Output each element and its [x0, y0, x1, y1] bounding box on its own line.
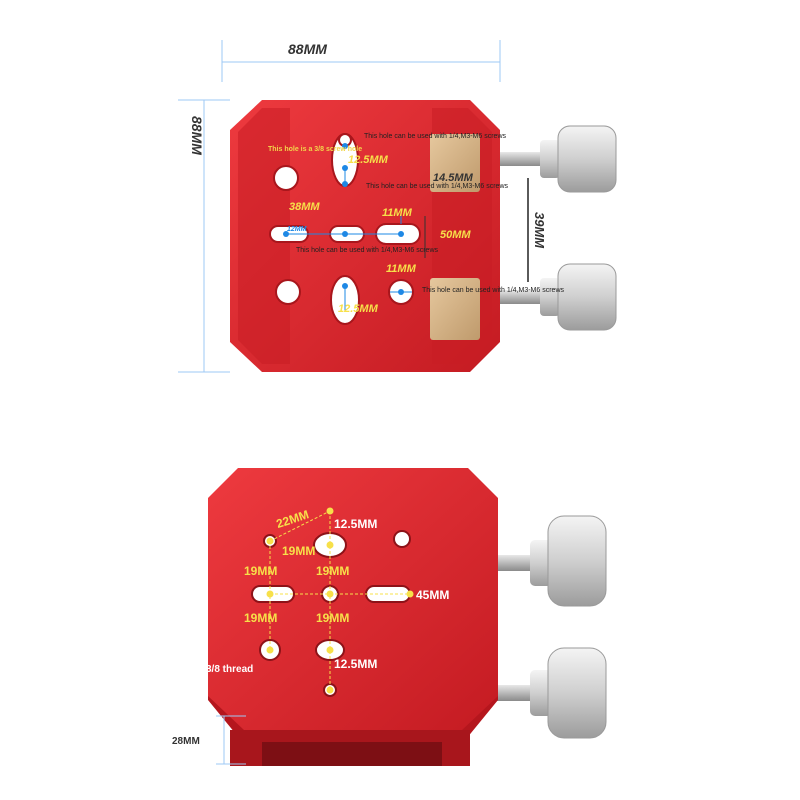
bottom-dim-left-lower: 19MM [244, 611, 277, 625]
bottom-knob-upper-cap [530, 540, 552, 586]
bottom-dim-bottom: 12.5MM [334, 657, 377, 671]
bottom-dim-center-upper: 19MM [316, 564, 349, 578]
bottom-screw-upper [494, 555, 540, 571]
bottom-marker [406, 590, 414, 598]
bottom-marker [326, 507, 334, 515]
bottom-hole-top-right [393, 530, 411, 548]
bottom-dim-slot-span: 45MM [416, 588, 449, 602]
bottom-knob-upper-grip [547, 515, 607, 607]
bottom-marker [266, 590, 274, 598]
top-dim-knob-spacing: 39MM [532, 212, 547, 249]
bottom-marker [326, 646, 334, 654]
top-measure-lines [286, 168, 412, 312]
bottom-dim-thread: 3/8 thread [206, 664, 253, 675]
top-note-m3-m6-d: This hole can be used with 1/4,M3-M6 scr… [422, 287, 565, 294]
bottom-dim-top-center: 19MM [282, 544, 315, 558]
top-knob-lower-grip [557, 263, 617, 331]
bottom-thickness-guide [216, 715, 246, 765]
bottom-view: 22MM 12.5MM 19MM 19MM 19MM 45MM 19MM 19M… [172, 468, 607, 766]
top-view: 88MM 88MM 39MM 14.5MM [178, 40, 617, 373]
top-knob-upper-grip [557, 125, 617, 193]
top-dim-slot-right: 11MM [382, 207, 413, 219]
top-dim-slot-lower: 11MM [386, 263, 417, 275]
top-knob-upper-cap [540, 140, 560, 178]
bottom-marker [326, 686, 334, 694]
bottom-marker [326, 590, 334, 598]
top-screw-upper [494, 152, 550, 166]
top-pad-upper [430, 134, 480, 192]
top-dimension-guides [178, 40, 501, 373]
bottom-body-channel [262, 742, 442, 766]
bottom-dim-top-right: 12.5MM [334, 517, 377, 531]
top-markers [283, 143, 404, 295]
top-dim-slot-mid: 12MM [287, 226, 307, 233]
bottom-measure-lines [269, 510, 410, 690]
top-dim-height: 88MM [189, 116, 205, 155]
bottom-knob-lower-cap [530, 670, 552, 716]
bottom-body [208, 468, 498, 730]
top-knob-upper [494, 125, 617, 193]
bottom-knob-lower [494, 647, 607, 739]
top-dim-row-span: 38MM [289, 201, 320, 213]
bottom-dim-thickness: 28MM [172, 736, 200, 747]
top-marker [342, 143, 348, 149]
bottom-marker [266, 537, 274, 545]
bottom-marker [326, 541, 334, 549]
top-dim-hole-top: 12.5MM [348, 154, 389, 166]
bottom-knob-lower-grip [547, 647, 607, 739]
bottom-marker [266, 646, 274, 654]
top-dim-inner-height: 50MM [440, 229, 471, 241]
top-dim-hole-bottom: 12.5MM [338, 303, 379, 315]
bottom-dim-left-upper: 19MM [244, 564, 277, 578]
bottom-markers [266, 507, 414, 694]
top-note-m3-m6-a: This hole can be used with 1/4,M3-M6 scr… [364, 133, 507, 140]
top-screw-lower [494, 290, 550, 304]
top-dim-pad: 14.5MM [433, 172, 474, 184]
top-note-m3-m6-b: This hole can be used with 1/4,M3-M6 scr… [366, 183, 509, 190]
bottom-dim-center-lower: 19MM [316, 611, 349, 625]
bottom-screw-lower [494, 685, 540, 701]
top-note-m3-m6-c: This hole can be used with 1/4,M3-M6 scr… [296, 247, 439, 254]
top-knob-lower-cap [540, 278, 560, 316]
bottom-knob-upper [494, 515, 607, 607]
top-pad-lower [430, 278, 480, 340]
top-holes [269, 133, 421, 325]
top-note-3-8-hole: This hole is a 3/8 screw hole [268, 146, 362, 153]
top-hole-lower-left [275, 279, 301, 305]
top-dim-width: 88MM [288, 41, 327, 57]
top-knob-lower [494, 263, 617, 331]
top-hole-3-8 [273, 165, 299, 191]
